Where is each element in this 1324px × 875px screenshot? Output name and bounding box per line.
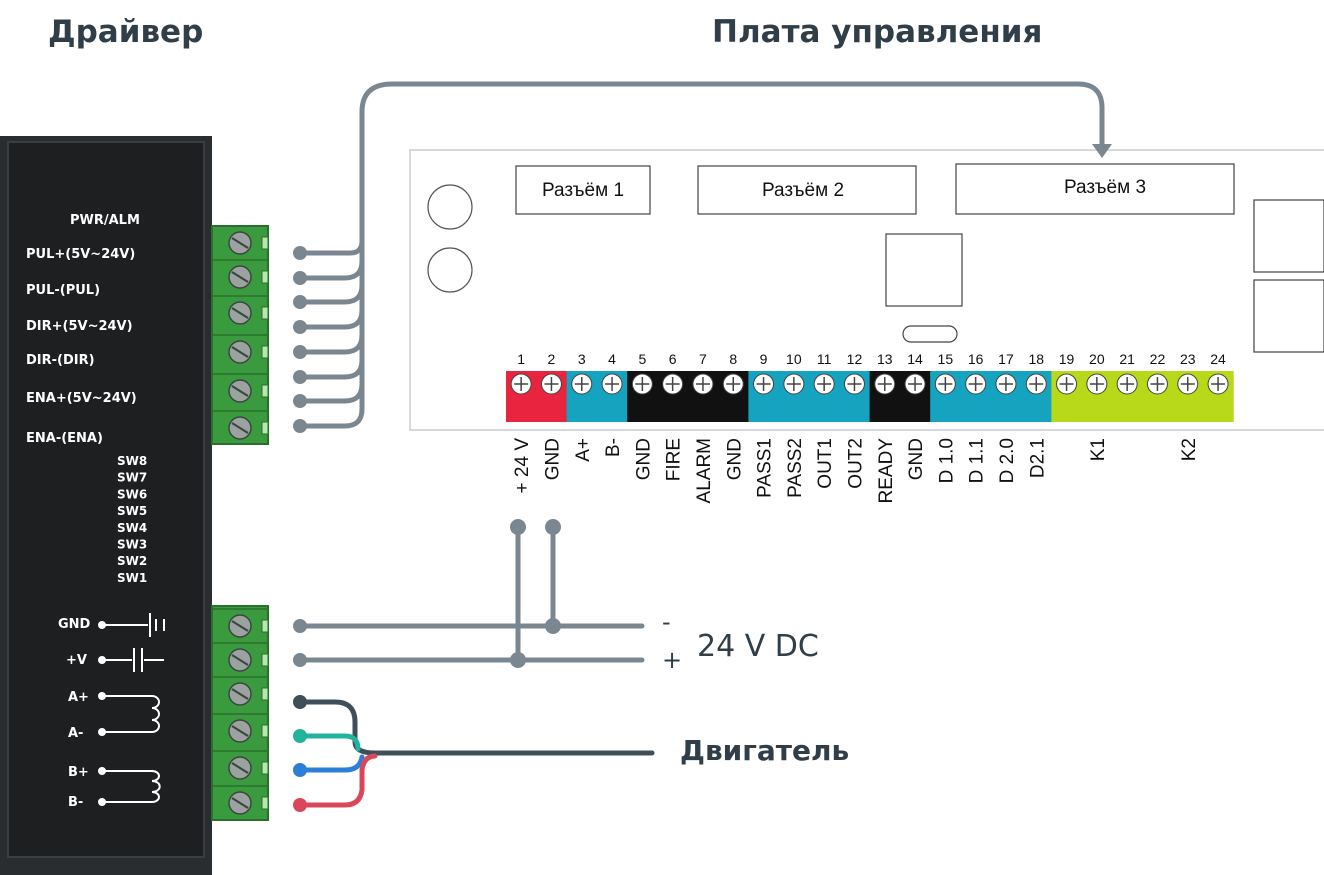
terminal-signal-label: GND [906,438,927,480]
terminal-number: 9 [760,351,768,367]
terminal-number: 11 [817,351,832,367]
terminal-number: 17 [998,351,1014,367]
plus-sign: + [662,646,682,674]
motor-label: Двигатель [680,734,849,767]
mount-hole [427,247,473,293]
terminal-signal-label: A+ [573,438,594,462]
slot [902,325,958,343]
driver-title: Драйвер [48,14,203,50]
a-plus-label: A+ [68,690,89,705]
terminal-number: 24 [1210,351,1226,367]
side-module [1253,199,1324,273]
stepper-driver: PWR/ALM PUL+(5V~24V) PUL-(PUL) DIR+(5V~24V… [0,136,212,875]
driver-control-label: DIR+(5V~24V) [26,319,133,334]
terminal-number: 14 [907,351,923,367]
pwr-alm-label: PWR/ALM [70,213,140,228]
side-module [1253,279,1324,353]
terminal-signal-label: K2 [1179,438,1200,461]
terminal-number: 18 [1028,351,1044,367]
terminal-signal-label: D 2.0 [997,438,1018,483]
connector-1 [515,165,651,215]
terminal-number: 3 [578,351,586,367]
terminal-signal-label: D 1.0 [936,438,957,483]
terminal-signal-label: D2.1 [1027,438,1048,478]
terminal-signal-label: READY [876,438,897,504]
terminal-signal-label: PASS1 [755,438,776,498]
terminal-number: 8 [729,351,737,367]
plus-v-label: +V [66,653,87,668]
driver-control-label: PUL-(PUL) [26,283,100,298]
connector-2-label: Разъём 2 [762,180,844,201]
terminal-signal-label: K1 [1088,438,1109,461]
coil-a-symbol [98,692,160,736]
terminal-number: 7 [699,351,707,367]
power-wires [293,519,645,668]
terminal-signal-label: D 1.1 [967,438,988,483]
power-supply-label: 24 V DC [697,629,819,664]
minus-sign: - [662,608,671,636]
terminal-signal-label: ALARM [694,438,715,503]
b-plus-label: B+ [68,765,89,780]
terminal-signal-label: + 24 V [512,438,533,494]
terminal-number: 21 [1119,351,1135,367]
b-minus-label: B- [68,795,83,810]
switch-label: SW1 [117,571,147,585]
terminal-signal-label: OUT1 [815,438,836,489]
driver-control-label: ENA-(ENA) [26,431,103,446]
power-terminal-block [211,605,269,821]
gnd-label: GND [58,617,91,632]
control-terminal-block [211,225,269,445]
terminal-number: 20 [1089,351,1105,367]
chip [885,233,963,307]
switch-label: SW5 [117,504,147,518]
connector-2 [697,165,917,215]
terminal-signal-label: GND [633,438,654,480]
terminal-number: 13 [877,351,893,367]
connector-3-label: Разъём 3 [1064,177,1146,198]
switch-label: SW6 [117,487,147,501]
terminal-number: 1 [517,351,525,367]
terminal-signal-label: PASS2 [785,438,806,498]
switch-label: SW4 [117,521,147,535]
switch-label: SW2 [117,554,147,568]
connector-3 [955,163,1235,215]
mount-hole [427,184,473,230]
terminal-number: 23 [1180,351,1196,367]
terminal-number: 22 [1150,351,1166,367]
terminal-number: 10 [786,351,802,367]
battery-symbol [98,613,165,637]
switch-label: SW3 [117,538,147,552]
terminal-signal-label: GND [542,438,563,480]
terminal-number: 4 [608,351,616,367]
terminal-number: 6 [669,351,677,367]
terminal-number: 12 [847,351,863,367]
board-title: Плата управления [712,14,1042,50]
switch-label: SW7 [117,471,147,485]
terminal-number: 19 [1059,351,1075,367]
terminal-number: 15 [938,351,954,367]
a-minus-label: A- [68,726,83,741]
driver-control-label: ENA+(5V~24V) [26,391,137,406]
terminal-number: 2 [548,351,556,367]
capacitor-symbol [98,648,164,672]
driver-control-label: DIR-(DIR) [26,353,95,368]
control-wires [293,81,1112,433]
driver-control-label: PUL+(5V~24V) [26,247,135,262]
terminal-signal-label: FIRE [664,438,685,481]
coil-b-symbol [98,767,161,806]
switch-label: SW8 [117,454,147,468]
terminal-signal-label: OUT2 [845,438,866,489]
motor-wires [293,695,655,812]
terminal-number: 16 [968,351,984,367]
terminal-signal-label: B- [603,438,624,457]
terminal-signal-label: GND [724,438,745,480]
terminal-number: 5 [638,351,646,367]
connector-1-label: Разъём 1 [542,180,624,201]
